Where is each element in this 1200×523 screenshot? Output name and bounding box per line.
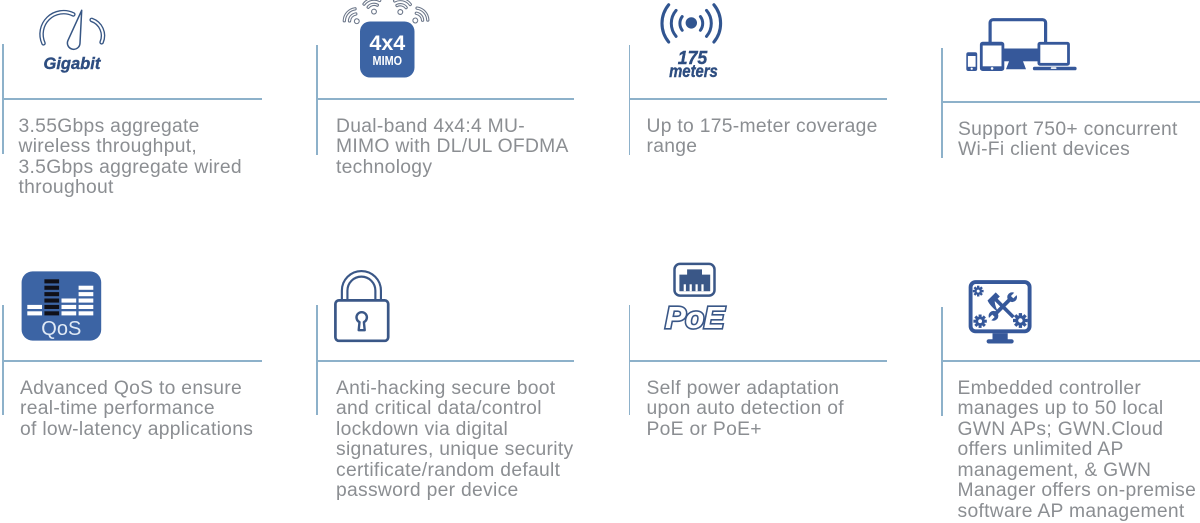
svg-text:4x4: 4x4 xyxy=(369,31,405,55)
svg-text:MIMO: MIMO xyxy=(373,53,403,68)
svg-text:PoE: PoE xyxy=(665,300,726,335)
svg-text:QoS: QoS xyxy=(41,318,81,340)
